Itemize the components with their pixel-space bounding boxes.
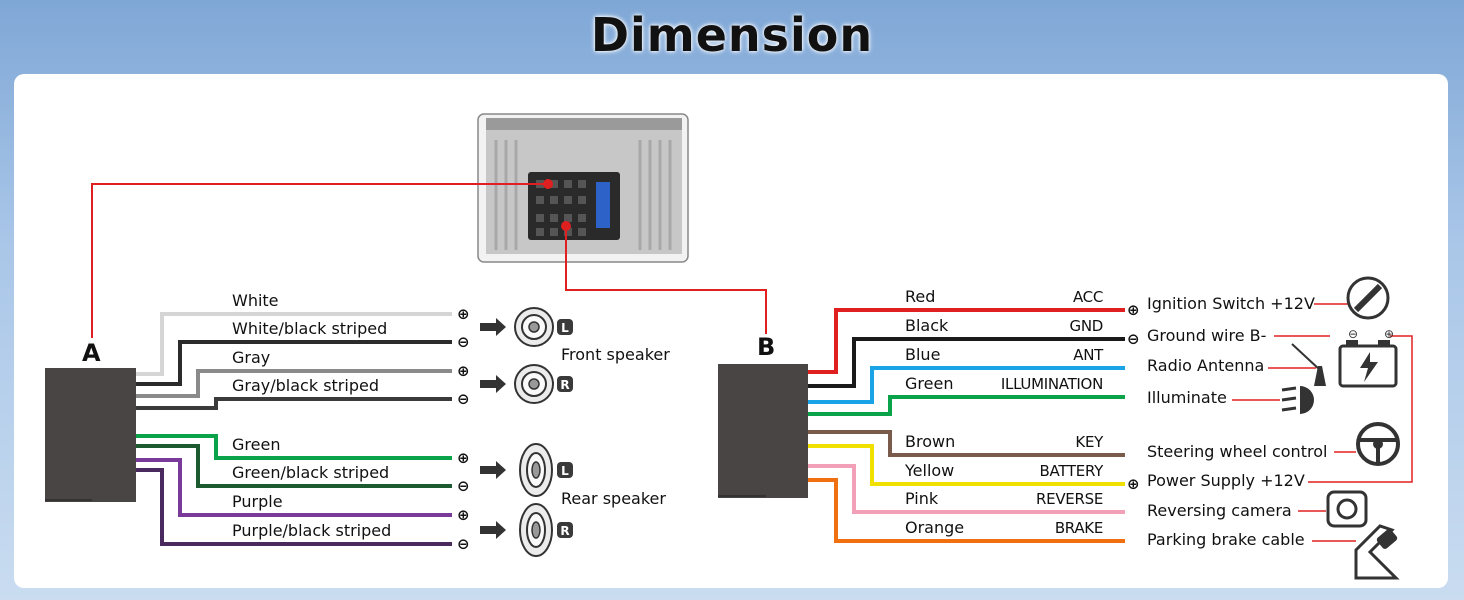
arrow-right-icon <box>480 461 506 479</box>
connector-a-label: A <box>82 339 101 367</box>
wire-b-code-label: ACC <box>1072 288 1103 306</box>
wire-a-4 <box>136 434 452 460</box>
minus-icon: ⊖ <box>457 477 470 495</box>
wire-b-0 <box>808 308 1125 374</box>
wire-b-7 <box>808 478 1125 543</box>
wire-b-target-label: Ground wire B- <box>1147 326 1267 345</box>
wire-a-0 <box>136 312 452 376</box>
radio-back-image <box>477 113 689 263</box>
wire-b-color-label: Yellow <box>905 461 955 480</box>
wire-b-6 <box>808 464 1125 514</box>
wire-b-code-label: GND <box>1069 317 1104 335</box>
speaker-side-label: R <box>560 524 569 538</box>
wire-a-label: Gray <box>232 348 271 367</box>
wire-b-1 <box>808 337 1125 388</box>
speaker-icon: L <box>480 307 573 347</box>
wire-b-target-label: Ignition Switch +12V <box>1147 294 1315 313</box>
reversing-camera-icon <box>1326 490 1368 528</box>
wire-a-3 <box>136 397 452 410</box>
wire-b-color-label: Green <box>905 374 954 393</box>
wire-b-code-label: BRAKE <box>1054 519 1103 537</box>
wire-b-code-label: ANT <box>1073 346 1103 364</box>
steering-wheel-icon <box>1356 422 1400 466</box>
wires-b <box>808 308 1125 543</box>
ignition-key-icon <box>1346 276 1390 320</box>
wires-a <box>136 312 452 546</box>
front-speaker-label: Front speaker <box>561 345 670 364</box>
wire-a-7 <box>136 468 452 546</box>
wire-b-code-label: KEY <box>1075 433 1103 451</box>
wire-b-code-label: ILLUMINATION <box>1000 375 1103 393</box>
speaker-icon: L <box>480 443 573 497</box>
rear-speaker-label: Rear speaker <box>561 489 666 508</box>
wire-a-label: Green/black striped <box>232 463 390 482</box>
wire-a-label: White/black striped <box>232 319 388 338</box>
antenna-icon <box>1291 343 1326 386</box>
wire-b-target-label: Illuminate <box>1147 388 1227 407</box>
wire-b-color-label: Brown <box>905 432 956 451</box>
wire-a-5 <box>136 444 452 488</box>
plus-icon: ⊕ <box>1127 301 1140 319</box>
wire-b-code-label: BATTERY <box>1039 462 1104 480</box>
plus-icon: ⊕ <box>457 305 470 323</box>
arrow-right-icon <box>480 318 506 336</box>
wire-b-color-label: Orange <box>905 518 965 537</box>
connector-a-block <box>45 368 136 502</box>
wire-a-label: Purple/black striped <box>232 521 392 540</box>
wire-b-target-label: Reversing camera <box>1147 501 1292 520</box>
parking-brake-icon <box>1354 524 1400 580</box>
battery-icon: ⊖⊕ <box>1338 327 1398 388</box>
plus-icon: ⊕ <box>457 362 470 380</box>
plus-icon: ⊕ <box>457 449 470 467</box>
speakers: L R L R <box>480 307 573 557</box>
speaker-side-label: R <box>560 378 569 392</box>
battery-minus-icon: ⊖ <box>1348 327 1358 341</box>
plus-icon: ⊕ <box>1127 475 1140 493</box>
speaker-icon: R <box>480 364 573 404</box>
wire-a-2 <box>136 369 452 398</box>
speaker-icon: R <box>480 503 573 557</box>
wire-b-5 <box>808 444 1125 486</box>
plus-icon: ⊕ <box>457 506 470 524</box>
page-title: Dimension <box>590 8 874 62</box>
wire-b-color-label: Blue <box>905 345 941 364</box>
wire-a-6 <box>136 458 452 517</box>
arrow-right-icon <box>480 375 506 393</box>
headlight-icon <box>1281 386 1314 414</box>
minus-icon: ⊖ <box>1127 330 1140 348</box>
wire-a-label: Gray/black striped <box>232 376 379 395</box>
wire-b-color-label: Black <box>905 316 949 335</box>
speaker-side-label: L <box>561 321 569 335</box>
minus-icon: ⊖ <box>457 333 470 351</box>
wire-b-code-label: REVERSE <box>1036 490 1103 508</box>
wire-b-target-label: Radio Antenna <box>1147 356 1265 375</box>
wire-a-label: White <box>232 291 279 310</box>
wire-b-color-label: Pink <box>905 489 939 508</box>
wire-b-target-label: Parking brake cable <box>1147 530 1305 549</box>
speaker-side-label: L <box>561 464 569 478</box>
wire-b-target-label: Power Supply +12V <box>1147 471 1305 490</box>
arrow-right-icon <box>480 521 506 539</box>
minus-icon: ⊖ <box>457 535 470 553</box>
wire-a-label: Green <box>232 435 281 454</box>
wire-b-target-label: Steering wheel control <box>1147 442 1328 461</box>
leader-power <box>1308 335 1413 483</box>
wire-b-4 <box>808 430 1125 457</box>
connector-b-label: B <box>757 333 776 361</box>
pointer-line-a <box>91 183 548 338</box>
diagram-panel <box>14 74 1448 588</box>
wire-b-3 <box>808 395 1125 416</box>
wire-b-color-label: Red <box>905 287 936 306</box>
battery-plus-icon: ⊕ <box>1384 327 1394 341</box>
minus-icon: ⊖ <box>457 390 470 408</box>
pointer-line-b <box>565 226 767 334</box>
wire-a-1 <box>136 340 452 386</box>
wire-a-label: Purple <box>232 492 283 511</box>
wire-b-2 <box>808 366 1125 404</box>
devices: ⊖⊕ <box>1232 276 1413 580</box>
connector-b-block <box>718 364 808 498</box>
